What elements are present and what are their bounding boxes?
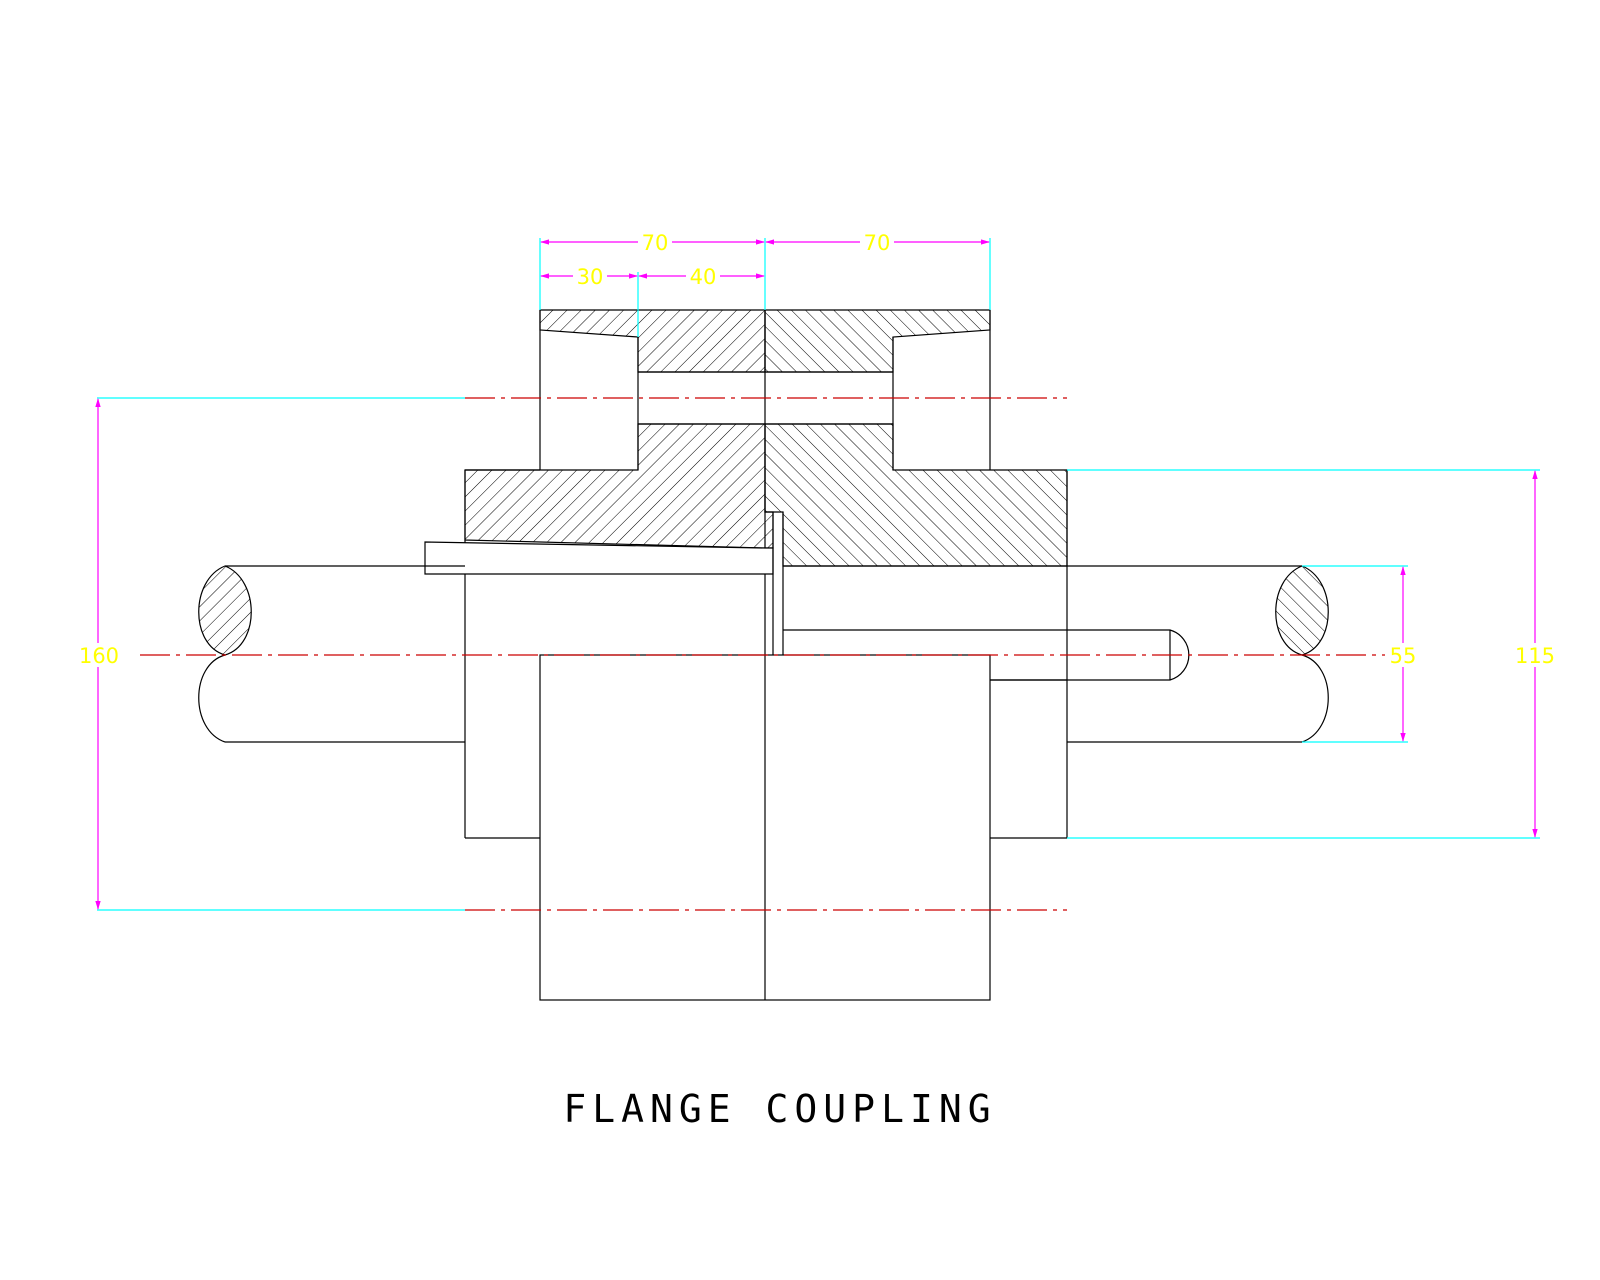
centerlines [140, 397, 1385, 911]
right-shaft [1067, 565, 1329, 743]
dim-label-spigot: 30 [577, 265, 604, 289]
left-flange-section [464, 309, 774, 549]
drawing-title: FLANGE COUPLING [563, 1087, 996, 1131]
dim-label-hub: 115 [1515, 644, 1555, 668]
extension-lines [97, 238, 1540, 911]
dim-label-top-right: 70 [864, 231, 891, 255]
flange-outlines [464, 310, 1068, 1001]
right-flange-section [764, 309, 1068, 567]
dim-label-top-left: 70 [642, 231, 669, 255]
dim-label-bolt-circle: 160 [79, 644, 119, 668]
left-shaft [198, 565, 465, 743]
tapered-key [424, 512, 784, 655]
dim-label-shaft: 55 [1390, 644, 1417, 668]
dim-label-recess: 40 [690, 265, 717, 289]
